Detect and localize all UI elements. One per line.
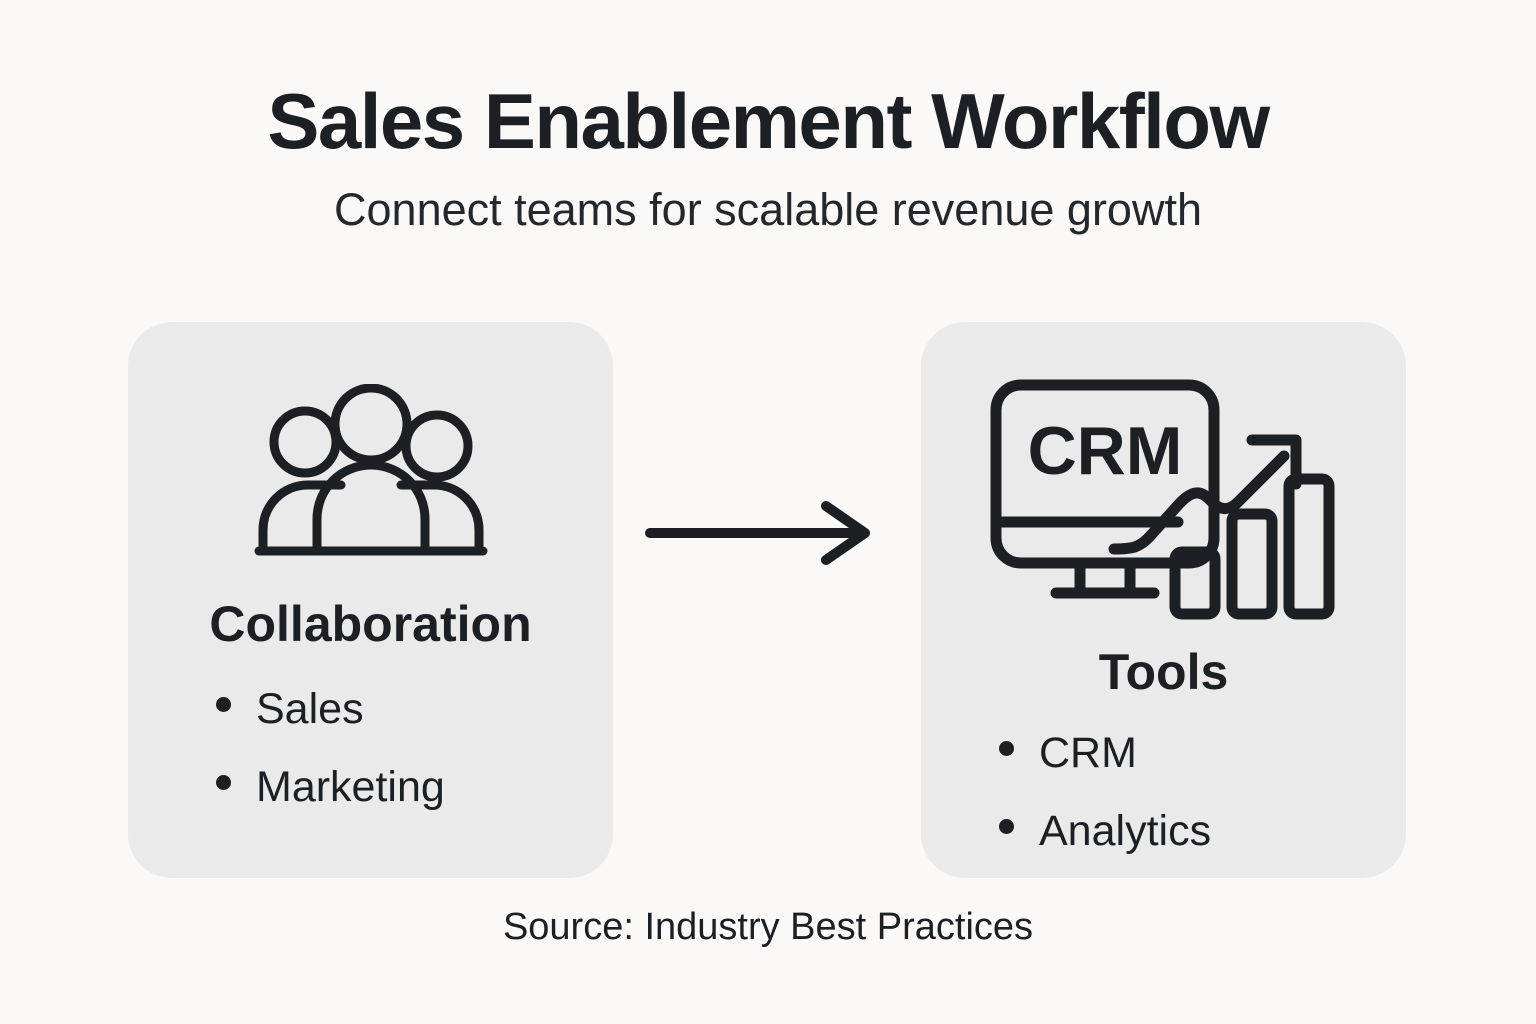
bullet-list-collaboration: Sales Marketing	[216, 688, 445, 844]
people-group-icon	[128, 384, 613, 556]
card-collaboration[interactable]: Collaboration Sales Marketing	[128, 322, 613, 878]
bullet-dot-icon	[999, 741, 1014, 756]
crm-monitor-chart-icon: CRM	[921, 374, 1406, 620]
card-tools[interactable]: CRM Tools CRM Analytics	[921, 322, 1406, 878]
list-item: Marketing	[216, 766, 445, 809]
card-heading-tools: Tools	[1098, 644, 1229, 700]
bullet-dot-icon	[216, 775, 231, 790]
list-item: Sales	[216, 688, 445, 731]
list-item-label: Analytics	[1039, 807, 1212, 855]
list-item: CRM	[999, 732, 1211, 775]
bullet-dot-icon	[216, 697, 231, 712]
page-title: Sales Enablement Workflow	[267, 77, 1270, 165]
arrow-right-icon	[640, 498, 890, 568]
list-item-label: Marketing	[256, 763, 445, 811]
list-item-label: Sales	[256, 685, 364, 733]
header: Sales Enablement Workflow Connect teams …	[0, 0, 1536, 232]
source-caption: Source: Industry Best Practices	[502, 906, 1034, 948]
list-item: Analytics	[999, 810, 1211, 853]
list-item-label: CRM	[1039, 729, 1137, 777]
bullet-list-tools: CRM Analytics	[999, 732, 1211, 888]
card-heading-collaboration: Collaboration	[209, 596, 532, 652]
page-subtitle: Connect teams for scalable revenue growt…	[334, 184, 1202, 235]
bullet-dot-icon	[999, 819, 1014, 834]
screen-label-crm: CRM	[1027, 413, 1182, 489]
